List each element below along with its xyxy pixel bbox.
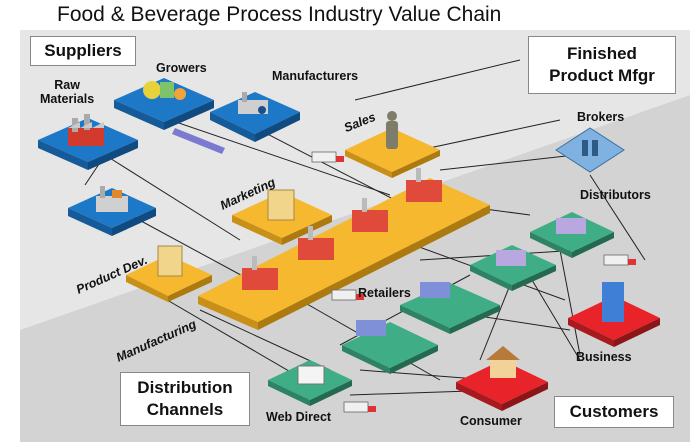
house-icon — [486, 346, 520, 378]
truck-icon — [331, 289, 364, 301]
warehouse-icon — [356, 320, 386, 336]
raw-materials-line1: Raw — [54, 78, 80, 92]
distribution-channels-box: Distribution Channels — [120, 372, 250, 426]
retailers-label: Retailers — [358, 286, 411, 300]
distributors-platform — [530, 212, 614, 258]
warehouse-icon — [556, 218, 586, 234]
brokers-label: Brokers — [577, 110, 625, 124]
finished-product-box: Finished Product Mfgr — [528, 36, 676, 94]
web-direct-platform — [268, 360, 352, 406]
finished-label-line1: Finished — [567, 44, 637, 63]
manufacturers-label: Manufacturers — [272, 69, 359, 83]
manufacturers-platform — [210, 92, 300, 142]
customers-box: Customers — [554, 396, 674, 428]
pipe-icon — [172, 128, 225, 154]
growers-platform — [114, 78, 214, 130]
product-dev-platform — [126, 245, 212, 302]
raw-materials-platform — [38, 114, 138, 170]
warehouse-icon — [496, 250, 526, 266]
truck-icon — [311, 151, 344, 163]
building-icon — [157, 245, 183, 277]
consumer-platform — [456, 346, 548, 411]
distributors-2-platform — [470, 245, 556, 291]
suppliers-box: Suppliers — [30, 36, 136, 66]
growers-label: Growers — [156, 61, 207, 75]
person-icon — [386, 111, 398, 149]
distribution-label-line1: Distribution — [137, 378, 233, 397]
finished-label-line2: Product Mfgr — [549, 66, 655, 85]
factory-icon — [96, 186, 128, 212]
web-direct-label: Web Direct — [266, 410, 332, 424]
factory-icon — [242, 168, 442, 290]
retailers-platform — [400, 282, 500, 334]
retailers-2-platform — [342, 320, 438, 374]
manufacturing-platform — [198, 168, 490, 330]
customers-label: Customers — [569, 402, 659, 421]
consumer-label: Consumer — [460, 414, 522, 428]
truck-icon — [603, 254, 636, 266]
factory-icon — [238, 92, 268, 114]
factory-icon — [68, 114, 104, 146]
distribution-label-line2: Channels — [146, 400, 224, 419]
sales-platform — [345, 111, 440, 178]
raw-materials-label: Raw Materials — [40, 78, 94, 106]
handshake-icon — [582, 140, 598, 156]
business-label: Business — [576, 350, 632, 364]
web-page-icon — [297, 365, 325, 385]
distributors-label: Distributors — [580, 188, 651, 202]
brokers-platform — [555, 127, 625, 173]
marketing-platform — [232, 189, 332, 245]
diagram-title: Food & Beverage Process Industry Value C… — [57, 3, 502, 26]
warehouse-icon — [420, 282, 450, 298]
grower-icon — [143, 81, 186, 100]
suppliers-label: Suppliers — [44, 41, 122, 60]
building-icon — [267, 189, 295, 221]
building-icon — [602, 282, 624, 322]
truck-icon — [343, 401, 376, 413]
raw-materials-line2: Materials — [40, 92, 95, 106]
business-platform — [568, 282, 660, 347]
raw-materials-2-platform — [68, 186, 156, 236]
